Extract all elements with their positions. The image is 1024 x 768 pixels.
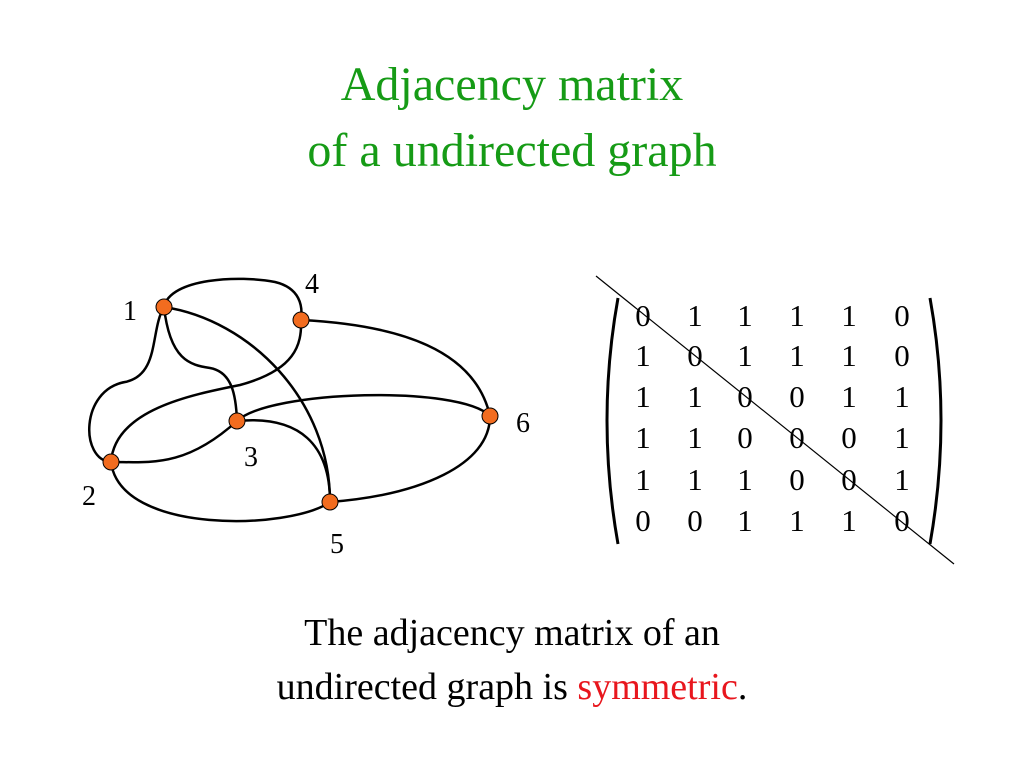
matrix-cell-r2-c4: 1 [789, 338, 805, 373]
matrix-cell-r4-c6: 1 [894, 420, 910, 455]
matrix-diagonal-line [595, 275, 955, 565]
node-label-5: 5 [330, 529, 344, 560]
matrix-cells: 011110101110110011110001111001001110 [635, 298, 910, 538]
edge-1-5 [163, 305, 332, 503]
caption: The adjacency matrix of an undirected gr… [0, 606, 1024, 714]
matrix-cell-r1-c5: 1 [841, 298, 857, 333]
matrix-cell-r5-c2: 1 [687, 462, 703, 497]
matrix-cell-r2-c6: 0 [894, 338, 910, 373]
node-label-1: 1 [123, 296, 137, 327]
matrix-cell-r6-c4: 1 [789, 503, 805, 538]
matrix-cell-r6-c5: 1 [841, 503, 857, 538]
matrix-cell-r3-c2: 1 [687, 379, 703, 414]
matrix-cell-r6-c3: 1 [737, 503, 753, 538]
matrix-cell-r5-c3: 1 [737, 462, 753, 497]
matrix-left-paren [605, 297, 620, 545]
edge-2-5 [109, 461, 331, 523]
edge-4-6 [300, 318, 492, 417]
caption-suffix: . [737, 666, 748, 708]
caption-line-2-prefix: undirected graph is [276, 666, 578, 708]
node-label-2: 2 [82, 481, 96, 512]
graph-nodes [102, 298, 499, 511]
matrix-cell-r5-c4: 0 [789, 462, 805, 497]
node-label-4: 4 [305, 269, 319, 300]
matrix-cell-r3-c1: 1 [635, 379, 651, 414]
edge-3-6 [236, 393, 491, 422]
matrix-cell-r5-c1: 1 [635, 462, 651, 497]
node-label-6: 6 [516, 408, 530, 439]
node-1 [155, 298, 173, 316]
edge-3-5 [236, 419, 332, 503]
matrix-cell-r6-c6: 0 [894, 503, 910, 538]
graph-edges [88, 277, 492, 523]
title-line-1: Adjacency matrix [340, 58, 684, 111]
caption-highlight-word: symmetric [577, 666, 738, 708]
edge-2-3 [110, 420, 238, 464]
matrix-cell-r4-c1: 1 [635, 420, 651, 455]
matrix-cell-r2-c3: 1 [737, 338, 753, 373]
matrix-cell-r5-c6: 1 [894, 462, 910, 497]
matrix-cell-r2-c1: 1 [635, 338, 651, 373]
matrix-cell-r2-c5: 1 [841, 338, 857, 373]
matrix-cell-r4-c2: 1 [687, 420, 703, 455]
matrix-cell-r3-c6: 1 [894, 379, 910, 414]
node-label-3: 3 [244, 442, 258, 473]
matrix-cell-r1-c2: 1 [687, 298, 703, 333]
matrix-cell-r1-c3: 1 [737, 298, 753, 333]
edge-1-3 [162, 306, 239, 422]
matrix-cell-r4-c5: 0 [841, 420, 857, 455]
matrix-cell-r3-c5: 1 [841, 379, 857, 414]
slide-title: Adjacency matrix of a undirected graph [0, 52, 1024, 184]
matrix-cell-r4-c3: 0 [737, 420, 753, 455]
title-line-2: of a undirected graph [307, 124, 717, 177]
matrix-right-paren [928, 297, 943, 545]
caption-line-2: undirected graph is symmetric. [0, 660, 1024, 714]
edge-1-2 [88, 306, 166, 464]
matrix-cell-r6-c2: 0 [687, 503, 703, 538]
matrix-cell-r6-c1: 0 [635, 503, 651, 538]
node-3 [228, 412, 246, 430]
edge-1-4 [162, 277, 303, 321]
matrix-cell-r1-c4: 1 [789, 298, 805, 333]
node-4 [292, 311, 310, 329]
node-5 [321, 493, 339, 511]
graph-node-labels: 1 2 3 4 5 6 [82, 269, 530, 560]
matrix-cell-r1-c1: 0 [635, 298, 651, 333]
edge-5-6 [329, 415, 492, 504]
node-6 [481, 407, 499, 425]
adjacency-matrix: 011110101110110011110001111001001110 [595, 275, 955, 565]
matrix-cell-r1-c6: 0 [894, 298, 910, 333]
caption-line-1: The adjacency matrix of an [304, 612, 720, 654]
undirected-graph: 1 2 3 4 5 6 [82, 269, 530, 560]
edge-2-4 [109, 319, 303, 463]
node-2 [102, 453, 120, 471]
matrix-cell-r3-c4: 0 [789, 379, 805, 414]
